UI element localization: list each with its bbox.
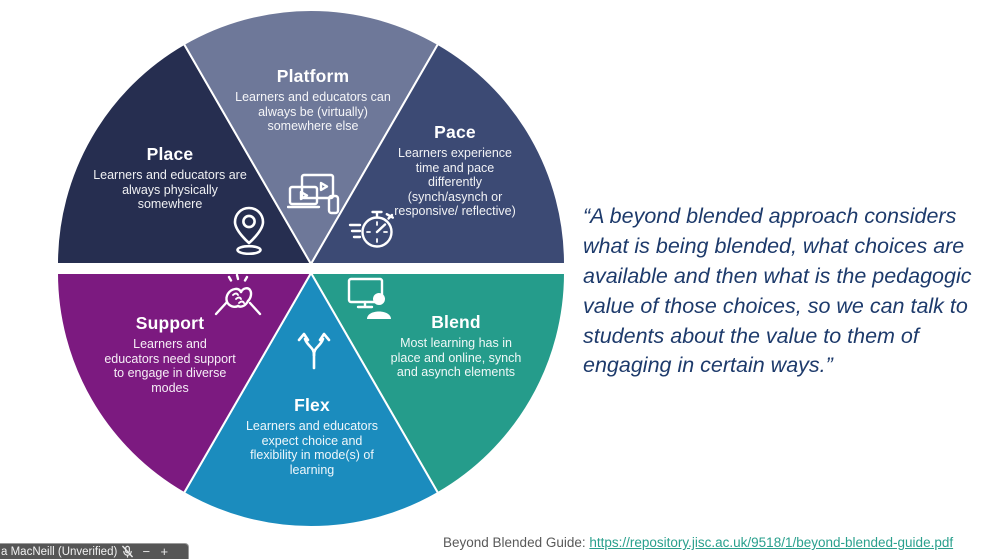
segment-platform-description: Learners and educators can always be (vi… xyxy=(235,90,391,133)
segment-pace-text: Pace Learners experience time and pace d… xyxy=(391,122,519,219)
meeting-participant-overlay: a MacNeill (Unverified) − + xyxy=(0,543,189,559)
segment-support-description: Learners and educators need support to e… xyxy=(104,337,236,395)
wedge-platform xyxy=(183,9,439,265)
segment-support-text: Support Learners and educators need supp… xyxy=(104,313,236,395)
microphone-muted-icon[interactable] xyxy=(117,544,137,559)
quote-text: “A beyond blended approach considers wha… xyxy=(583,204,972,378)
segment-flex-title: Flex xyxy=(294,395,330,415)
segment-flex-text: Flex Learners and educators expect choic… xyxy=(243,395,381,477)
segment-place-title: Place xyxy=(146,144,194,164)
citation-link[interactable]: https://repository.jisc.ac.uk/9518/1/bey… xyxy=(589,535,954,550)
zoom-out-button[interactable]: − xyxy=(142,544,151,559)
clasped-hands-icon xyxy=(214,274,262,316)
wedge-support xyxy=(56,272,312,494)
segment-platform-title: Platform xyxy=(276,66,350,86)
segment-pace-title: Pace xyxy=(434,122,476,142)
segment-flex-description: Learners and educators expect choice and… xyxy=(245,419,379,477)
location-pin-icon xyxy=(233,206,265,255)
segment-platform-text: Platform Learners and educators can alwa… xyxy=(233,66,393,134)
segment-pace-description: Learners experience time and pace differ… xyxy=(394,146,516,218)
participant-name-label: a MacNeill (Unverified) xyxy=(1,545,118,558)
zoom-in-button[interactable]: + xyxy=(160,544,169,559)
citation-label: Beyond Blended Guide: xyxy=(443,535,590,550)
devices-icon xyxy=(287,173,340,215)
branching-arrows-icon xyxy=(297,332,331,370)
segment-place-text: Place Learners and educators are always … xyxy=(92,144,248,212)
segment-blend-title: Blend xyxy=(431,312,481,332)
citation: Beyond Blended Guide: https://repository… xyxy=(443,535,953,550)
stopwatch-icon xyxy=(348,210,394,248)
monitor-user-icon xyxy=(347,277,391,319)
wedge-flex xyxy=(183,272,439,528)
segment-blend-description: Most learning has in place and online, s… xyxy=(390,336,522,379)
wedge-pace xyxy=(310,43,566,265)
segment-blend-text: Blend Most learning has in place and onl… xyxy=(390,312,522,380)
wedge-blend xyxy=(310,272,566,494)
segment-support-title: Support xyxy=(135,313,205,333)
segment-place-description: Learners and educators are always physic… xyxy=(93,168,247,211)
